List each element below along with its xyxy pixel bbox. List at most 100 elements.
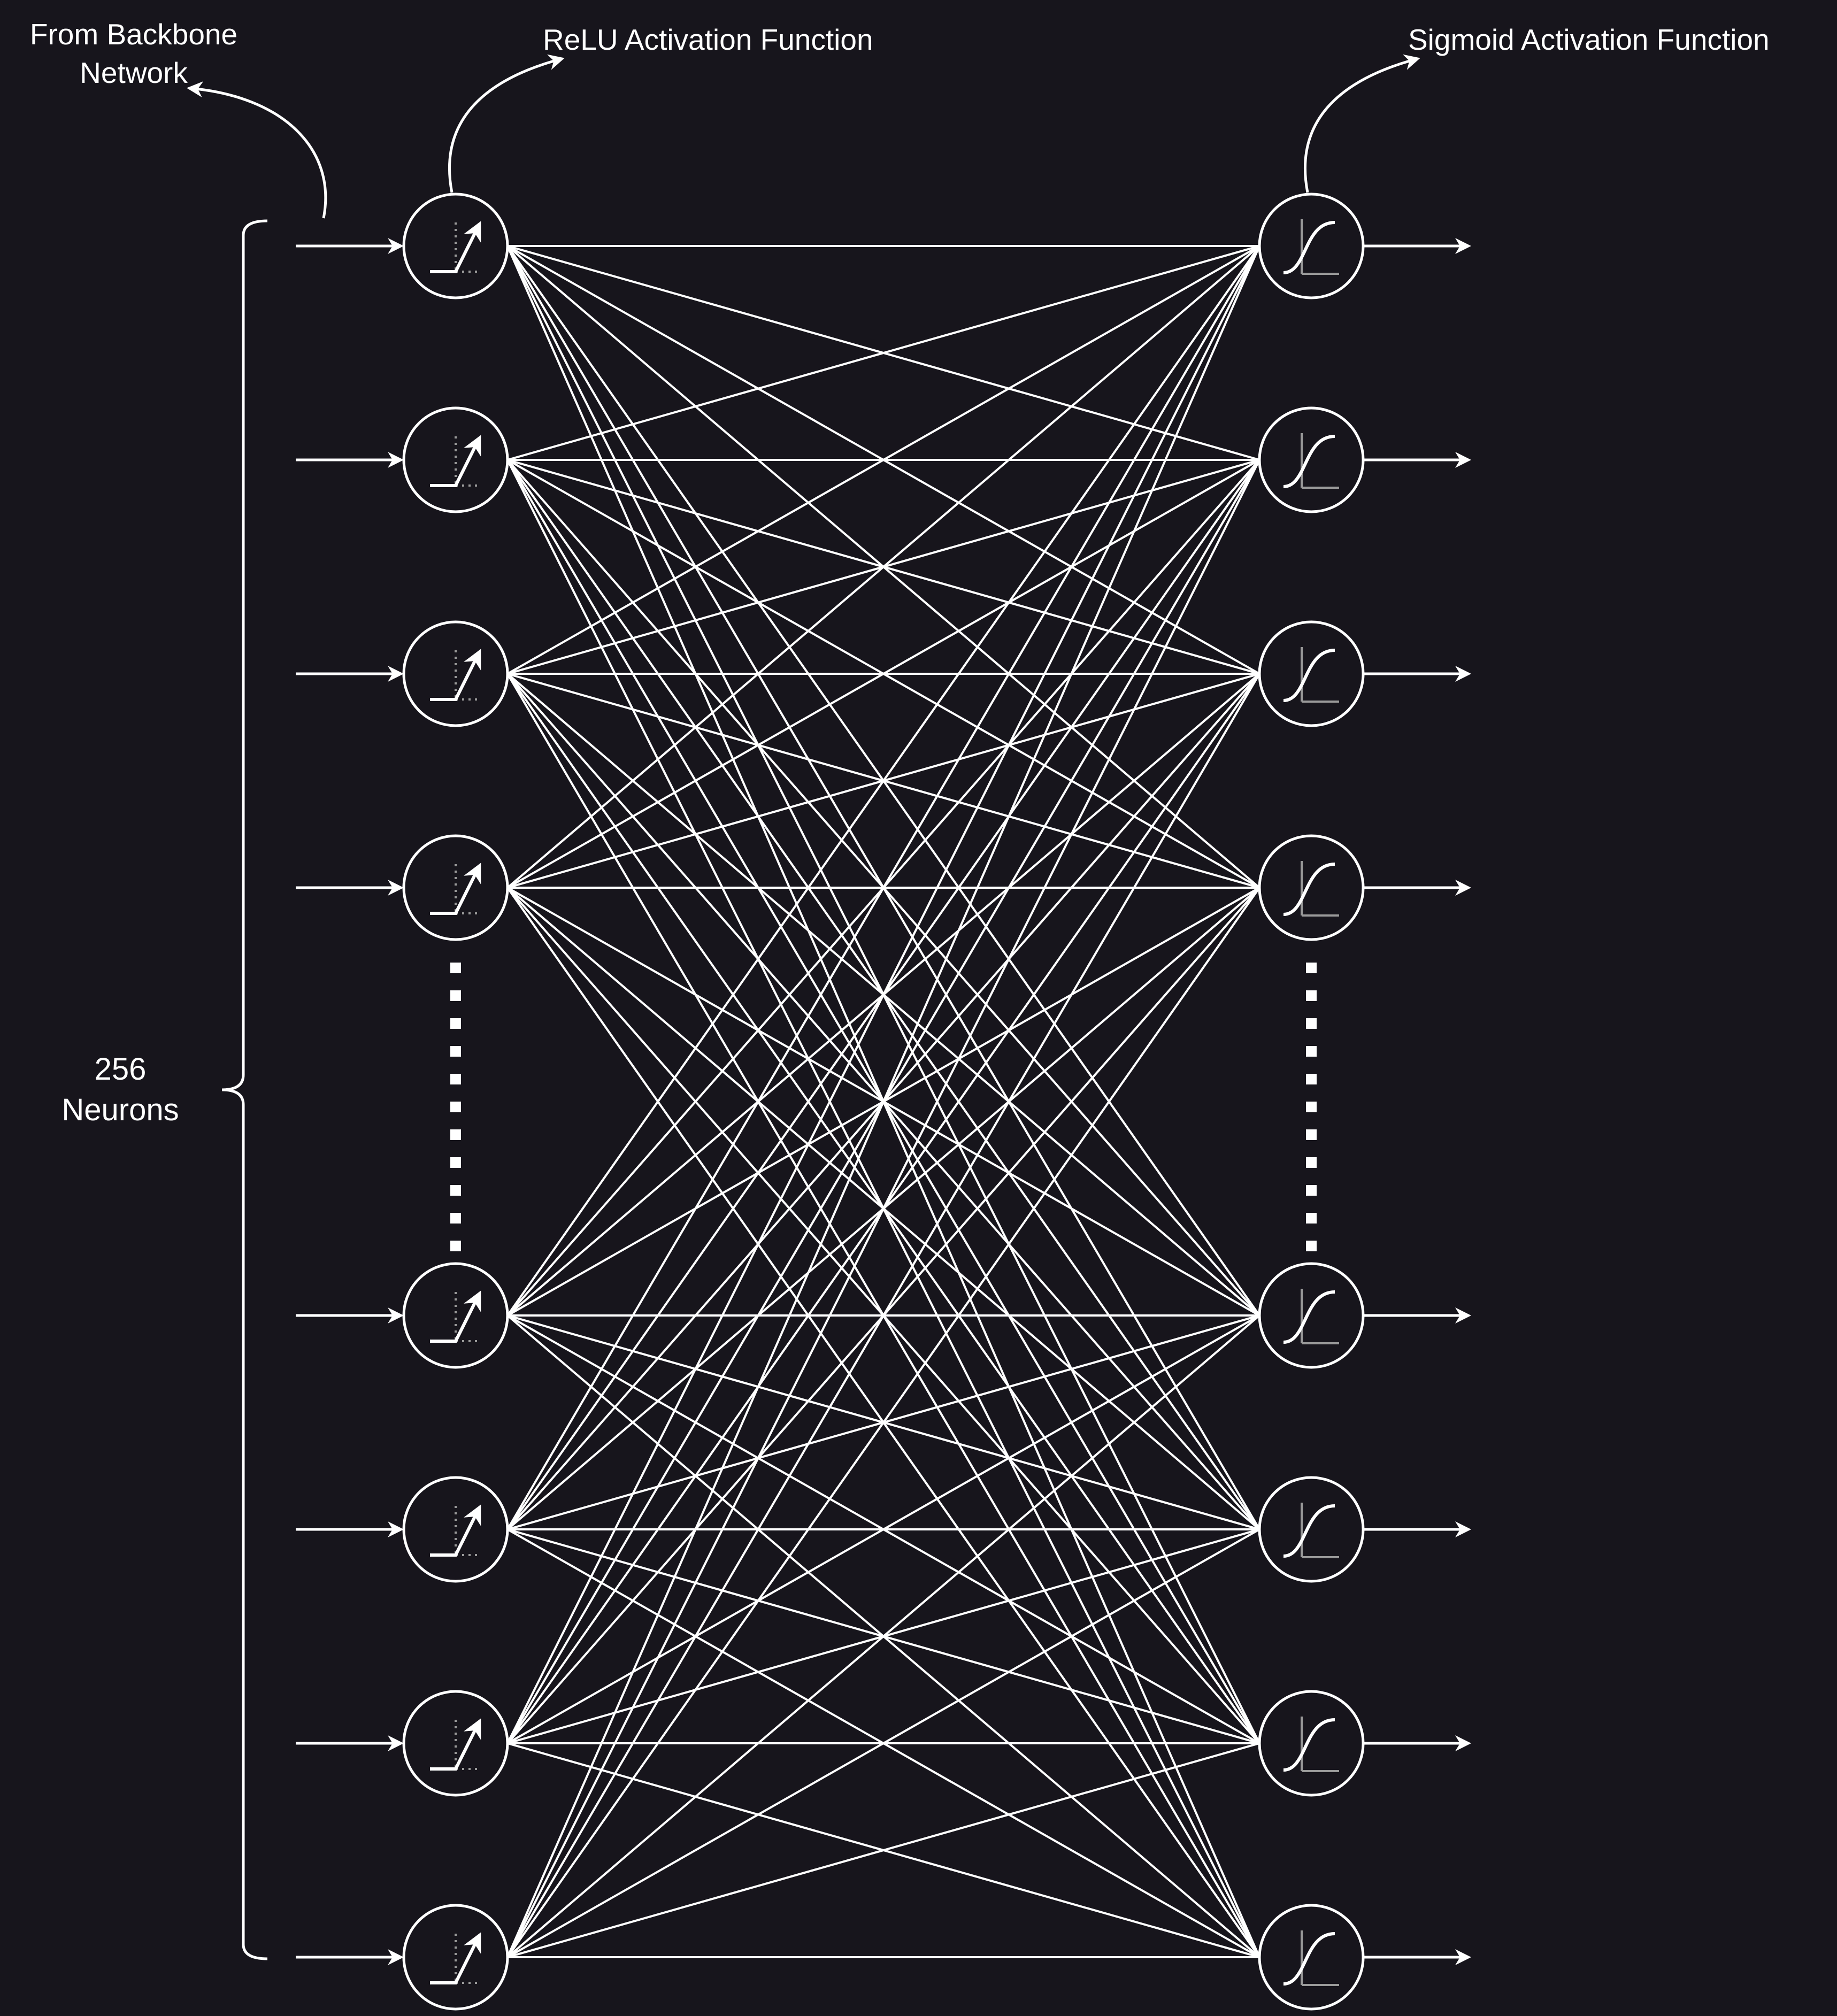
- neuron-circle: [1258, 620, 1365, 727]
- ellipsis-dot: [450, 1129, 461, 1140]
- sigmoid-curve: [1283, 1290, 1335, 1344]
- relu-neuron: [402, 193, 509, 299]
- relu-icon: [430, 863, 481, 915]
- ellipsis-dot: [450, 963, 461, 973]
- neuron-circle: [402, 1904, 509, 2011]
- neuron-circle: [1258, 1690, 1365, 1797]
- ellipsis-dot: [1306, 1074, 1317, 1084]
- ellipsis-dot: [450, 1074, 461, 1084]
- sigmoid-icon: [1283, 647, 1339, 703]
- connection-line: [506, 245, 1260, 889]
- connection-line: [506, 673, 1260, 1958]
- relu-neuron: [402, 1262, 509, 1369]
- connection-line: [506, 245, 1260, 1530]
- relu-neuron: [402, 1476, 509, 1583]
- ellipsis-dot: [450, 1213, 461, 1224]
- sigmoid-curve: [1283, 863, 1335, 916]
- relu-annotation-arrow: [448, 54, 565, 193]
- relu-icon: [430, 435, 481, 487]
- connection-line: [506, 1314, 1260, 1958]
- neuron-circle: [402, 620, 509, 727]
- relu-icon: [430, 1290, 481, 1343]
- sigmoid-curve: [1283, 1504, 1335, 1558]
- ellipsis-dot: [450, 1018, 461, 1029]
- neuron-circle: [1258, 1904, 1365, 2011]
- sigmoid-curve: [1283, 649, 1335, 702]
- connection-line: [507, 245, 1260, 461]
- sigmoid-icon: [1283, 1503, 1339, 1558]
- relu-icon: [430, 1504, 481, 1557]
- sigmoid-label: Sigmoid Activation Function: [1408, 23, 1770, 56]
- relu-icon: [430, 221, 481, 273]
- sigmoid-neuron: [1258, 1262, 1365, 1369]
- connection-line: [506, 245, 1260, 1317]
- connection-line: [507, 1742, 1260, 1958]
- ellipsis-dot: [450, 1185, 461, 1196]
- sigmoid-icon: [1283, 1289, 1339, 1344]
- ellipsis-dot: [1306, 1213, 1317, 1224]
- ellipsis-dot: [1306, 990, 1317, 1001]
- neuron-circle: [402, 406, 509, 513]
- neurons-word: Neurons: [62, 1092, 179, 1127]
- ellipsis-dot: [1306, 1185, 1317, 1196]
- neuron-circle: [1258, 406, 1365, 513]
- backbone-label-line2: Network: [80, 56, 188, 89]
- relu-curve: [430, 1504, 481, 1557]
- neuron-circle: [402, 193, 509, 299]
- hidden-layer: [402, 193, 509, 2011]
- output-arrows: [1363, 238, 1471, 1965]
- connection-line: [506, 245, 1260, 1958]
- relu-neuron: [402, 1904, 509, 2011]
- relu-curve: [430, 435, 481, 487]
- ellipsis-dot: [450, 990, 461, 1001]
- connection-line: [506, 887, 1260, 1958]
- connection-line: [507, 245, 1260, 675]
- connections: [506, 245, 1260, 1958]
- sigmoid-icon: [1283, 433, 1339, 489]
- sigmoid-neuron: [1258, 620, 1365, 727]
- ellipsis-dot: [1306, 1157, 1317, 1168]
- relu-curve: [430, 863, 481, 915]
- relu-label: ReLU Activation Function: [543, 23, 873, 56]
- ellipsis-dot: [450, 1241, 461, 1251]
- ellipsis-dot: [450, 1046, 461, 1057]
- ellipsis-dot: [450, 1102, 461, 1112]
- connection-line: [507, 1528, 1260, 1958]
- relu-icon: [430, 649, 481, 701]
- relu-icon: [430, 1718, 481, 1771]
- ellipsis-dot: [1306, 963, 1317, 973]
- input-arrows: [296, 238, 404, 1965]
- relu-curve: [430, 1718, 481, 1771]
- sigmoid-icon: [1283, 1717, 1339, 1772]
- ellipsis-markers: [450, 963, 1317, 1251]
- sigmoid-curve: [1283, 435, 1335, 488]
- relu-neuron: [402, 620, 509, 727]
- neuron-circle: [402, 834, 509, 941]
- neuron-circle: [1258, 834, 1365, 941]
- neuron-circle: [402, 1476, 509, 1583]
- ellipsis-dot: [450, 1157, 461, 1168]
- sigmoid-curve: [1283, 1932, 1335, 1986]
- sigmoid-icon: [1283, 219, 1339, 275]
- annotation-arrows: [187, 54, 1420, 219]
- sigmoid-icon: [1283, 861, 1339, 917]
- neuron-circle: [1258, 1476, 1365, 1583]
- relu-neuron: [402, 834, 509, 941]
- ellipsis-dot: [1306, 1241, 1317, 1251]
- relu-neuron: [402, 406, 509, 513]
- sigmoid-curve: [1283, 1718, 1335, 1772]
- output-layer: [1258, 193, 1365, 2011]
- sigmoid-neuron: [1258, 193, 1365, 299]
- neurons-count: 256: [94, 1052, 147, 1087]
- ellipsis-dot: [1306, 1129, 1317, 1140]
- relu-curve: [430, 649, 481, 701]
- connection-line: [506, 245, 1260, 1744]
- sigmoid-annotation-arrow: [1304, 54, 1420, 193]
- sigmoid-neuron: [1258, 834, 1365, 941]
- relu-curve: [430, 1932, 481, 1984]
- neuron-circle: [402, 1262, 509, 1369]
- sigmoid-icon: [1283, 1930, 1339, 1986]
- backbone-label: From Backbone Network: [16, 15, 251, 92]
- ellipsis-dot: [1306, 1102, 1317, 1112]
